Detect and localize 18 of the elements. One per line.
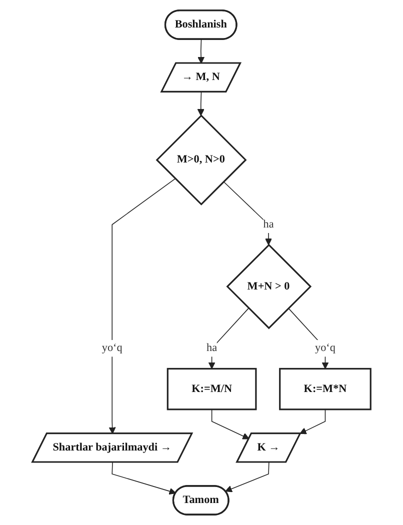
arrow: [211, 408, 250, 440]
arrow: [300, 408, 326, 434]
arrow: [197, 92, 204, 116]
arrow: [198, 39, 205, 64]
arrow: [112, 462, 176, 495]
node-diamond: M>0, N>0: [156, 114, 247, 206]
node-box: K:=M/N: [166, 368, 257, 410]
arrow: [288, 308, 329, 370]
arrow: [223, 181, 272, 246]
arrow: [208, 308, 250, 370]
edge-label: ha: [263, 218, 274, 231]
edge-label: yo‘q: [102, 342, 122, 354]
edge-label: yo‘q: [315, 342, 336, 354]
node-box: K:=M*N: [279, 368, 372, 410]
edge-label: ha: [206, 342, 218, 354]
node-diamond: M+N > 0: [226, 244, 312, 330]
arrow: [108, 178, 176, 434]
arrow: [225, 462, 270, 492]
